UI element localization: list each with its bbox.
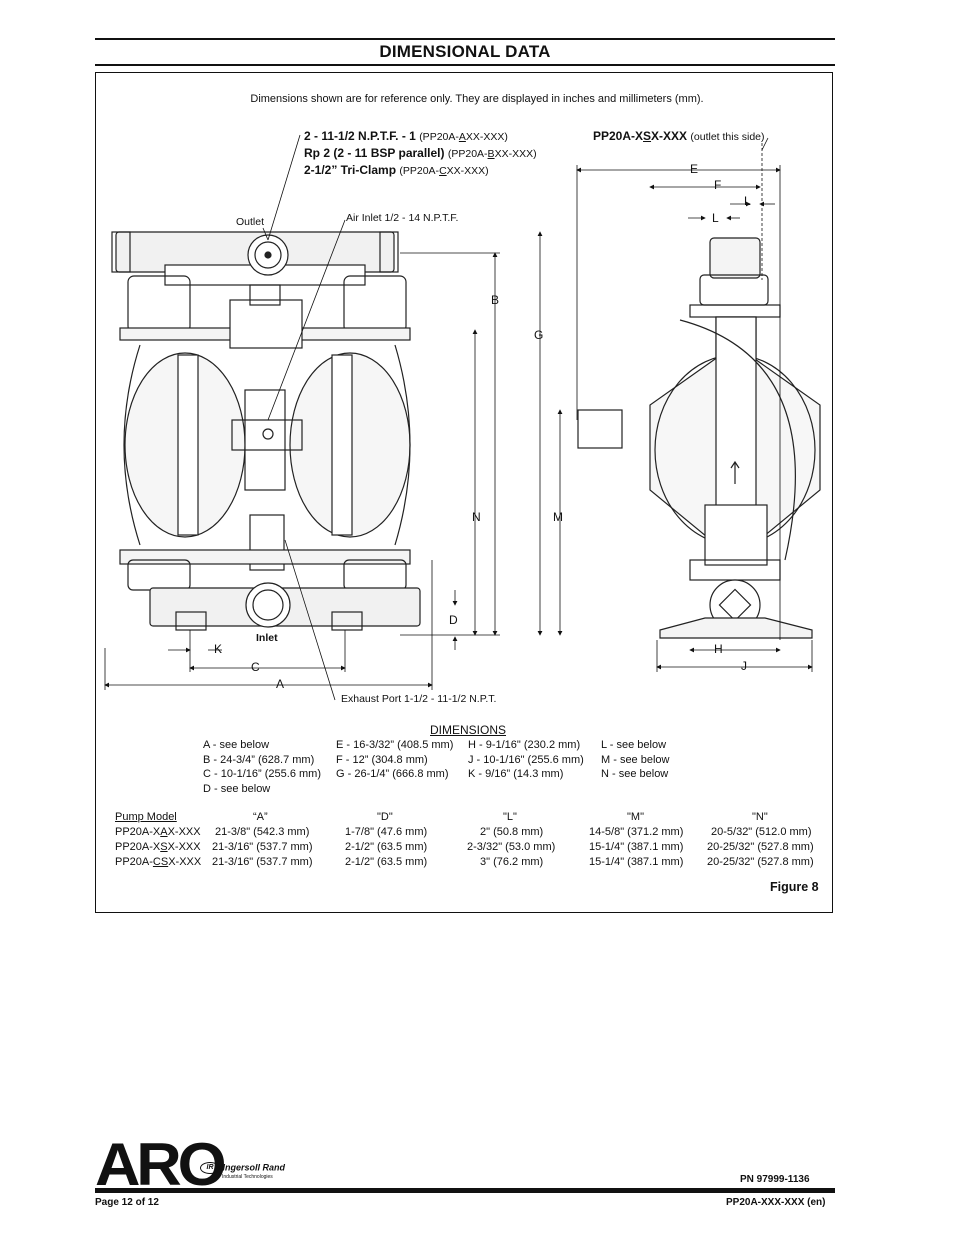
header-m: "M"	[627, 811, 644, 823]
row-model: PP20A-CSX-XXX	[115, 856, 202, 868]
row-a: 21-3/8" (542.3 mm)	[215, 826, 310, 838]
dim-letter-d: D	[449, 613, 458, 627]
connection-callout: 2 - 11-1/2 N.P.T.F. - 1 (PP20A-AXX-XXX) …	[304, 128, 537, 179]
row-n: 20-25/32" (527.8 mm)	[707, 841, 814, 853]
row-m: 15-1/4" (387.1 mm)	[589, 841, 684, 853]
figure-caption: Figure 8	[770, 880, 819, 894]
header-underline	[95, 64, 835, 66]
row-l: 2-3/32" (53.0 mm)	[467, 841, 556, 853]
side-model-callout: PP20A-XSX-XXX (outlet this side)	[593, 129, 765, 143]
dim-letter-l-upper: L	[744, 194, 751, 208]
header-rule	[95, 38, 835, 40]
ingersoll-rand-logo: IR Ingersoll Rand Industrial Technologie…	[200, 1162, 285, 1180]
header-pump-model: Pump Model	[115, 811, 177, 823]
row-model: PP20A-XSX-XXX	[115, 841, 201, 853]
row-a: 21-3/16" (537.7 mm)	[212, 856, 313, 868]
dimensions-title: DIMENSIONS	[430, 723, 507, 737]
connection-bsp: Rp 2 (2 - 11 BSP parallel) (PP20A-BXX-XX…	[304, 146, 537, 160]
dim-f: F - 12” (304.8 mm)	[336, 753, 428, 766]
dim-j: J - 10-1/16" (255.6 mm)	[468, 753, 584, 766]
side-view	[577, 237, 821, 639]
row-a: 21-3/16" (537.7 mm)	[212, 841, 313, 853]
dim-n: N - see below	[601, 768, 669, 780]
reference-note: Dimensions shown are for reference only.…	[250, 93, 704, 105]
page-number: Page 12 of 12	[95, 1197, 159, 1208]
dim-k: K - 9/16” (14.3 mm)	[468, 768, 564, 780]
dim-c: C - 10-1/16” (255.6 mm)	[203, 768, 321, 780]
part-number: PN 97999-1136	[740, 1174, 810, 1185]
dim-g: G - 26-1/4” (666.8 mm)	[336, 768, 449, 780]
ir-icon: IR	[200, 1162, 220, 1174]
outlet-label: Outlet	[236, 216, 265, 228]
row-m: 15-1/4" (387.1 mm)	[589, 856, 684, 868]
dimensions-column-4: L - see below M - see below N - see belo…	[601, 738, 669, 782]
inlet-label: Inlet	[256, 632, 278, 644]
connection-npt: 2 - 11-1/2 N.P.T.F. - 1 (PP20A-AXX-XXX)	[304, 129, 508, 143]
row-n: 20-25/32" (527.8 mm)	[707, 856, 814, 868]
row-d: 2-1/2" (63.5 mm)	[345, 841, 428, 853]
row-model: PP20A-XAX-XXX	[115, 826, 201, 838]
header-d: "D"	[377, 811, 393, 823]
dim-letter-k: K	[214, 642, 223, 656]
dim-b: B - 24-3/4” (628.7 mm)	[203, 753, 315, 766]
dim-letter-l-lower: L	[712, 211, 719, 225]
dimensions-column-2: E - 16-3/32” (408.5 mm) F - 12” (304.8 m…	[336, 738, 453, 782]
header-a: “A”	[253, 811, 268, 823]
dimensions-column-1: A - see below B - 24-3/4” (628.7 mm) C -…	[203, 738, 321, 796]
header-n: "N"	[752, 811, 768, 823]
exhaust-port-label: Exhaust Port 1-1/2 - 11-1/2 N.P.T.	[341, 693, 497, 705]
air-inlet-label: Air Inlet 1/2 - 14 N.P.T.F.	[346, 212, 459, 224]
dim-d: D - see below	[203, 782, 271, 795]
figure-frame	[95, 72, 833, 913]
row-l: 3" (76.2 mm)	[480, 856, 544, 868]
page-title: DIMENSIONAL DATA	[379, 42, 551, 61]
row-m: 14-5/8" (371.2 mm)	[589, 826, 684, 838]
row-d: 2-1/2" (63.5 mm)	[345, 856, 428, 868]
row-d: 1-7/8" (47.6 mm)	[345, 826, 428, 838]
row-n: 20-5/32" (512.0 mm)	[711, 826, 812, 838]
dim-e: E - 16-3/32” (408.5 mm)	[336, 739, 454, 751]
footer-rule	[95, 1188, 835, 1193]
document-id: PP20A-XXX-XXX (en)	[726, 1197, 826, 1208]
dim-l: L - see below	[601, 739, 667, 751]
dim-a: A - see below	[203, 739, 270, 751]
dim-m: M - see below	[601, 753, 670, 766]
connection-triclamp: 2-1/2” Tri-Clamp (PP20A-CXX-XXX)	[304, 163, 489, 177]
front-view	[111, 231, 421, 631]
dim-h: H - 9-1/16" (230.2 mm)	[468, 739, 581, 751]
row-l: 2" (50.8 mm)	[480, 826, 544, 838]
dimensions-column-3: H - 9-1/16" (230.2 mm) J - 10-1/16" (255…	[468, 738, 584, 782]
header-l: "L"	[503, 811, 517, 823]
